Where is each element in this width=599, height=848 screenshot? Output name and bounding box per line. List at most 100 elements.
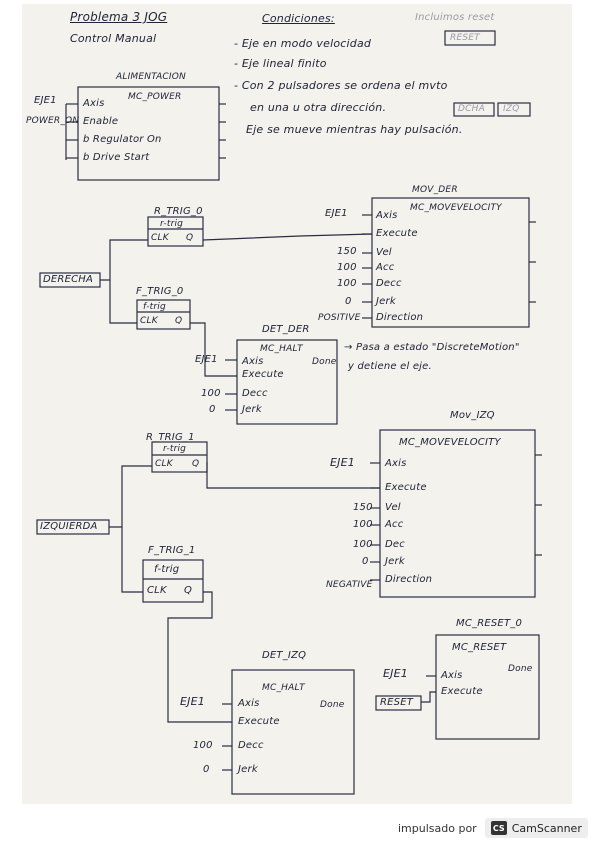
mov-der-jerk-value: 0 <box>345 296 352 307</box>
ftrig0-frame <box>136 299 191 330</box>
mc-reset-type: MC_RESET <box>452 642 507 653</box>
ftrig1-instance: F_TRIG_1 <box>148 545 196 556</box>
camscanner-logo-icon: CS <box>490 821 507 835</box>
mov-izq-pin-execute: Execute <box>385 482 427 493</box>
izq-note-label: IZQ <box>503 104 520 114</box>
power-axis-value: EJE1 <box>34 95 57 106</box>
condition-5: Eje se mueve mientras hay pulsación. <box>246 123 463 136</box>
mc-reset-pin-axis: Axis <box>441 670 463 681</box>
ftrig0-instance: F_TRIG_0 <box>136 286 184 297</box>
mov-izq-pin-axis: Axis <box>385 458 407 469</box>
footer-text: impulsado por <box>398 821 477 835</box>
det-der-frame <box>236 339 338 425</box>
mov-der-pin-jerk: Jerk <box>376 296 396 307</box>
mov-der-axis-value: EJE1 <box>325 208 348 219</box>
mov-der-instance: MOV_DER <box>412 185 458 195</box>
det-der-instance: DET_DER <box>262 324 310 335</box>
power-pin-regulator: b Regulator On <box>83 134 162 145</box>
det-der-axis-value: EJE1 <box>195 354 218 365</box>
mov-izq-jerk-value: 0 <box>362 556 369 567</box>
reset-note-label: RESET <box>450 33 480 43</box>
mov-der-acc-value: 100 <box>337 262 357 273</box>
mov-der-vel-value: 150 <box>337 246 357 257</box>
mov-der-direction-value: POSITIVE <box>318 313 361 323</box>
camscanner-badge: CS CamScanner <box>484 818 588 838</box>
power-enable-value: POWER_ON <box>26 116 80 126</box>
ftrig0-pin-q: Q <box>175 316 183 326</box>
mov-izq-frame <box>379 429 536 598</box>
ftrig1-pin-q: Q <box>184 585 193 596</box>
condition-2: - Eje lineal finito <box>234 57 327 70</box>
derecha-input: DERECHA <box>43 274 94 285</box>
mov-der-pin-decc: Decc <box>376 278 402 289</box>
mov-izq-pin-jerk: Jerk <box>385 556 405 567</box>
det-izq-pin-execute: Execute <box>238 716 280 727</box>
mov-izq-dec-value: 100 <box>353 539 373 550</box>
mov-izq-instance: Mov_IZQ <box>450 410 495 421</box>
rtrig0-pin-clk: CLK <box>151 233 169 243</box>
det-der-jerk-value: 0 <box>209 404 216 415</box>
det-der-pin-execute: Execute <box>242 369 284 380</box>
dcha-note-box <box>453 102 495 117</box>
det-der-note-2: y detiene el eje. <box>348 361 432 372</box>
det-der-pin-axis: Axis <box>242 356 264 367</box>
rtrig0-instance: R_TRIG_0 <box>154 206 203 217</box>
rtrig1-pin-top: r-trig <box>163 444 187 454</box>
mov-der-type: MC_MOVEVELOCITY <box>410 203 502 213</box>
reset-note-box <box>444 30 496 46</box>
mov-der-decc-value: 100 <box>337 278 357 289</box>
reset-input-box <box>375 695 422 711</box>
power-block-frame <box>77 86 220 181</box>
mov-izq-acc-value: 100 <box>353 519 373 530</box>
camscanner-brand: CamScanner <box>511 821 582 835</box>
condition-4: en una u otra dirección. <box>250 101 387 114</box>
ftrig0-pin-clk: CLK <box>140 316 158 326</box>
det-der-pin-decc: Decc <box>242 388 268 399</box>
mc-reset-pin-execute: Execute <box>441 686 483 697</box>
power-instance: ALIMENTACION <box>116 72 186 82</box>
mov-izq-pin-acc: Acc <box>385 519 404 530</box>
rtrig1-instance: R_TRIG_1 <box>146 432 195 443</box>
det-der-done: Done <box>312 357 337 367</box>
rtrig1-frame <box>151 441 208 473</box>
det-izq-instance: DET_IZQ <box>262 650 307 661</box>
mc-reset-done: Done <box>508 664 533 674</box>
conditions-title: Condiciones: <box>262 12 335 25</box>
ftrig1-pin-clk: CLK <box>147 585 167 596</box>
det-der-decc-value: 100 <box>201 388 221 399</box>
det-izq-pin-axis: Axis <box>238 698 260 709</box>
rtrig1-pin-clk: CLK <box>155 459 173 469</box>
det-der-type: MC_HALT <box>260 344 303 354</box>
page-title: Problema 3 JOG <box>70 10 168 24</box>
page-subtitle: Control Manual <box>70 32 157 45</box>
mc-reset-instance: MC_RESET_0 <box>456 618 523 629</box>
ftrig1-frame <box>142 559 204 603</box>
power-type: MC_POWER <box>128 92 182 102</box>
mov-der-pin-axis: Axis <box>376 210 398 221</box>
rtrig0-pin-q: Q <box>186 233 194 243</box>
mov-der-pin-vel: Vel <box>376 247 392 258</box>
mov-der-pin-execute: Execute <box>376 228 418 239</box>
rtrig0-frame <box>147 216 204 247</box>
condition-3: - Con 2 pulsadores se ordena el mvto <box>234 79 448 92</box>
power-pin-enable: Enable <box>83 116 119 127</box>
mov-izq-vel-value: 150 <box>353 502 373 513</box>
ftrig0-pin-top: f-trig <box>143 302 166 312</box>
scanner-footer: impulsado por CS CamScanner <box>398 816 588 840</box>
det-izq-axis-value: EJE1 <box>180 695 205 708</box>
rtrig0-pin-top: r-trig <box>160 219 184 229</box>
ftrig1-pin-top: f-trig <box>154 564 180 575</box>
det-izq-done: Done <box>320 700 345 710</box>
mov-der-pin-direction: Direction <box>376 312 424 323</box>
mc-reset-axis-value: EJE1 <box>383 667 408 680</box>
det-izq-type: MC_HALT <box>262 683 305 693</box>
det-izq-pin-decc: Decc <box>238 740 264 751</box>
mov-izq-pin-direction: Direction <box>385 574 433 585</box>
det-der-pin-jerk: Jerk <box>242 404 262 415</box>
det-izq-jerk-value: 0 <box>203 764 210 775</box>
dcha-note-label: DCHA <box>458 104 485 114</box>
rtrig1-pin-q: Q <box>192 459 200 469</box>
det-izq-pin-jerk: Jerk <box>238 764 258 775</box>
mov-der-pin-acc: Acc <box>376 262 395 273</box>
